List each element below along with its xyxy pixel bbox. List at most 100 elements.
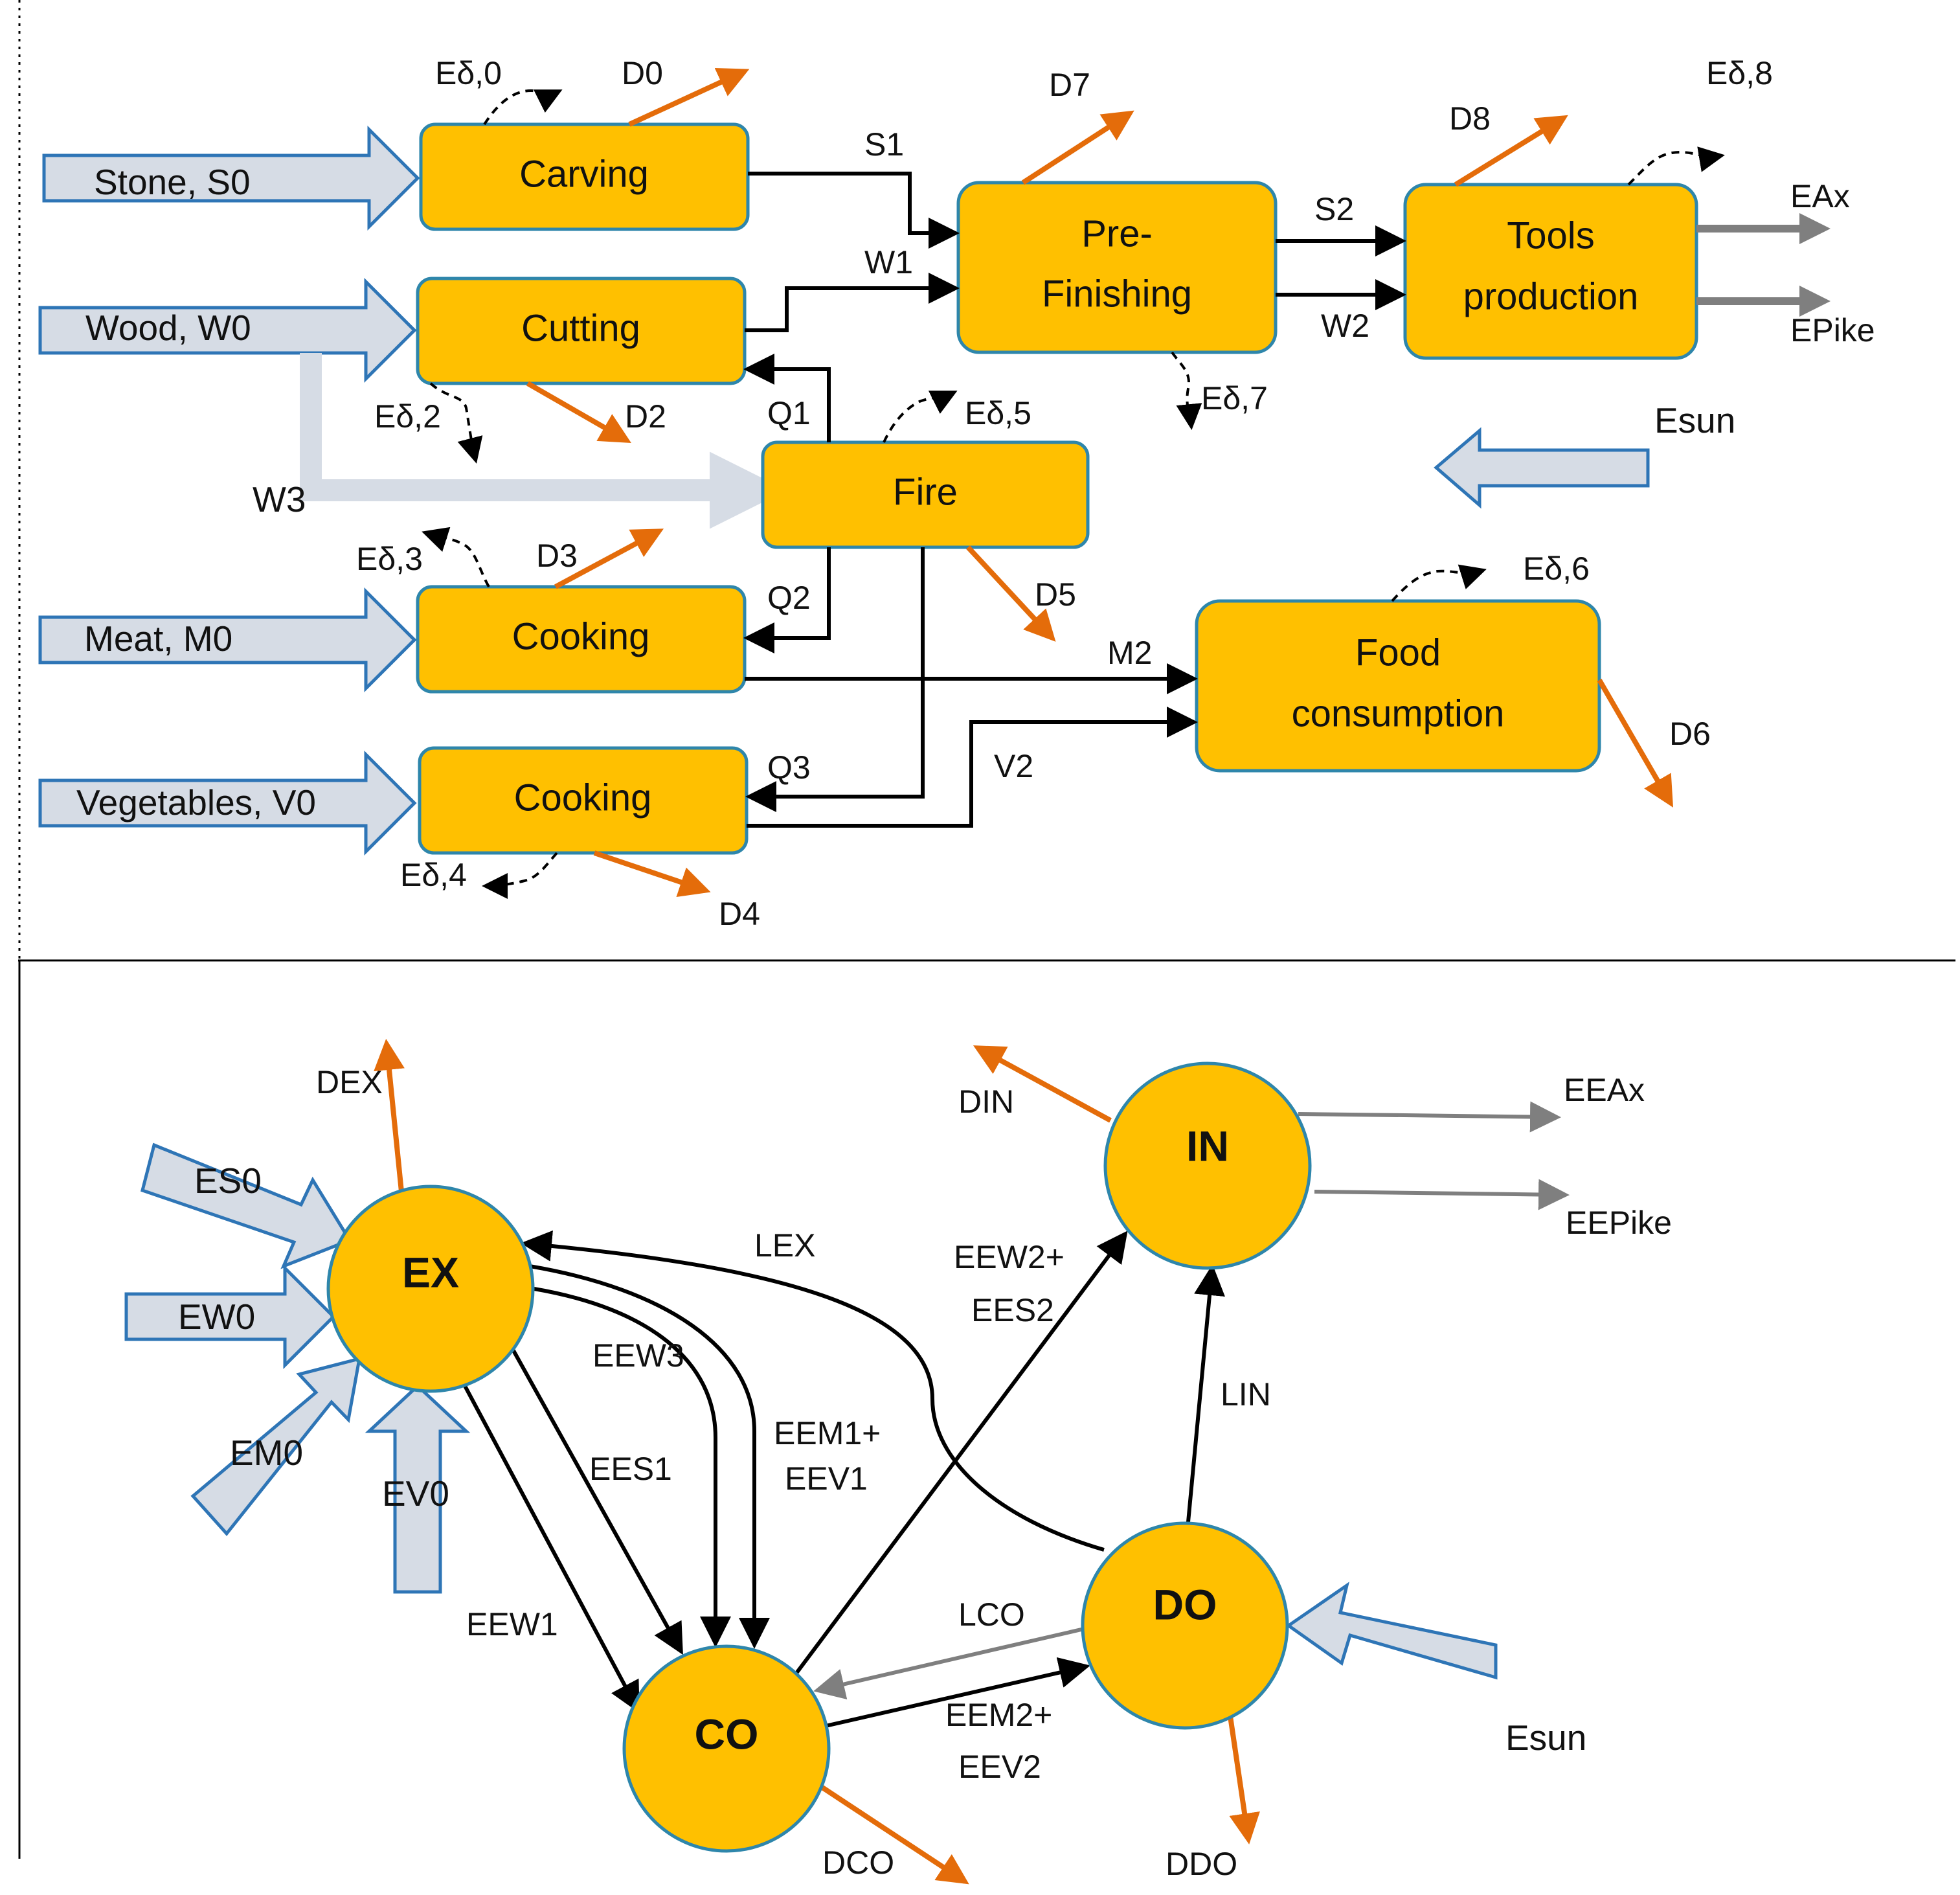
label-node-in: IN (1186, 1122, 1229, 1170)
input-arrow-ew0: EW0 (124, 1264, 336, 1370)
label-din: DIN (958, 1084, 1014, 1120)
label-s2: S2 (1314, 191, 1354, 227)
label-eew2-2: EES2 (971, 1292, 1054, 1328)
loss-dex: DEX (316, 1039, 405, 1192)
heat-loss-ed2: Eδ,2 (374, 382, 483, 464)
flow-eeax: EEAx (1298, 1072, 1645, 1133)
heat-loss-ed8: Eδ,8 (1627, 55, 1773, 186)
loss-din: DIN (958, 1045, 1112, 1123)
label-lex: LEX (754, 1227, 816, 1264)
output-e-ax: EAx (1696, 178, 1850, 244)
label-eew1: EEW1 (466, 1606, 558, 1642)
input-arrow-esun-top: Esun (1434, 400, 1735, 509)
flow-s1: S1 (748, 126, 960, 249)
label-eem2-1: EEM2+ (945, 1697, 1052, 1733)
flow-q2: Q2 (743, 547, 831, 653)
label-esun-bottom: Esun (1505, 1718, 1586, 1758)
label-eem1-1: EEM1+ (774, 1415, 881, 1451)
label-dco: DCO (822, 1844, 894, 1881)
input-arrow-es0: ES0 (141, 1142, 352, 1269)
process-tools-production: Tools production (1403, 183, 1698, 360)
flow-eem2: EEM2+ EEV2 (825, 1657, 1090, 1785)
label-d4: D4 (719, 896, 760, 932)
label-w3: W3 (253, 479, 306, 519)
heat-loss-ed4: Eδ,4 (400, 852, 558, 899)
process-cooking-veg: Cooking (418, 746, 749, 855)
label-w1: W1 (864, 244, 913, 280)
flow-v2: V2 (747, 707, 1198, 828)
label-ed3: Eδ,3 (356, 541, 423, 577)
heat-loss-ed3: Eδ,3 (356, 527, 490, 587)
label-m2: M2 (1107, 635, 1152, 671)
label-wood: Wood, W0 (85, 308, 251, 348)
loss-d5: D5 (966, 545, 1076, 642)
loss-d2: D2 (526, 381, 666, 443)
label-ed4: Eδ,4 (400, 857, 467, 893)
flow-lin: LIN (1186, 1264, 1271, 1523)
label-q1: Q1 (767, 395, 811, 431)
input-arrow-wood: Wood, W0 (38, 277, 417, 383)
flow-s2: S2 (1276, 191, 1406, 256)
process-cutting: Cutting (416, 277, 747, 385)
label-ed6: Eδ,6 (1523, 550, 1590, 587)
flow-q1: Q1 (743, 354, 831, 442)
label-ew0: EW0 (178, 1297, 255, 1337)
flow-eew3: EEW3 (534, 1287, 731, 1648)
label-pre-finishing-2: Finishing (1042, 273, 1192, 315)
label-cooking-meat: Cooking (512, 615, 650, 657)
label-tools-1: Tools (1507, 214, 1594, 256)
label-stone: Stone, S0 (94, 162, 251, 202)
label-d0: D0 (622, 55, 663, 91)
label-ddo: DDO (1166, 1846, 1237, 1882)
label-d2: D2 (625, 398, 666, 435)
label-eew3: EEW3 (592, 1337, 684, 1374)
label-cooking-veg: Cooking (514, 777, 652, 819)
label-ed5: Eδ,5 (965, 395, 1031, 431)
label-e-pike: EPike (1790, 312, 1875, 348)
loss-d0: D0 (622, 55, 750, 127)
loss-d7: D7 (1021, 67, 1134, 185)
flow-w3: W3 (253, 353, 787, 529)
label-s1: S1 (864, 126, 904, 163)
input-arrow-esun-bottom: Esun (1285, 1582, 1586, 1758)
node-do: DO (1081, 1521, 1289, 1730)
flow-m2: M2 (745, 635, 1198, 694)
flow-lex: LEX (521, 1227, 1105, 1552)
label-carving: Carving (519, 153, 649, 195)
flow-q3: Q3 (745, 547, 925, 812)
input-arrow-stone: Stone, S0 (42, 125, 420, 231)
flow-eew2: EEW2+ EES2 (791, 1231, 1128, 1679)
process-food-consumption: Food consumption (1195, 599, 1601, 773)
input-arrow-ev0: EV0 (365, 1383, 471, 1594)
label-d7: D7 (1049, 67, 1090, 103)
label-node-co: CO (695, 1710, 759, 1758)
label-eew2-1: EEW2+ (954, 1239, 1064, 1275)
node-in: IN (1103, 1061, 1312, 1270)
flow-w2: W2 (1276, 279, 1406, 344)
label-w2: W2 (1321, 308, 1369, 344)
label-lin: LIN (1221, 1376, 1271, 1413)
loss-dco: DCO (820, 1785, 969, 1885)
process-cooking-meat: Cooking (416, 585, 747, 694)
label-pre-finishing-1: Pre- (1081, 212, 1153, 255)
label-ed7: Eδ,7 (1201, 380, 1268, 416)
label-food-2: consumption (1292, 692, 1505, 734)
loss-d3: D3 (536, 528, 664, 589)
heat-loss-ed6: Eδ,6 (1391, 550, 1590, 602)
label-es0: ES0 (194, 1161, 262, 1201)
flow-lco: LCO (813, 1596, 1090, 1699)
label-lco: LCO (958, 1596, 1025, 1633)
label-eepike: EEPike (1566, 1205, 1672, 1241)
label-d5: D5 (1035, 576, 1076, 613)
label-tools-2: production (1463, 275, 1639, 317)
heat-loss-ed5: Eδ,5 (883, 391, 1031, 443)
label-vegetables: Vegetables, V0 (76, 782, 316, 823)
flow-ees1: EES1 (510, 1346, 683, 1655)
label-ed8: Eδ,8 (1706, 55, 1773, 91)
label-meat: Meat, M0 (84, 618, 232, 659)
input-arrow-meat: Meat, M0 (38, 587, 417, 693)
label-node-do: DO (1153, 1580, 1217, 1628)
heat-loss-ed7: Eδ,7 (1171, 351, 1268, 430)
label-esun-top: Esun (1654, 400, 1735, 440)
label-ed0: Eδ,0 (435, 55, 502, 91)
